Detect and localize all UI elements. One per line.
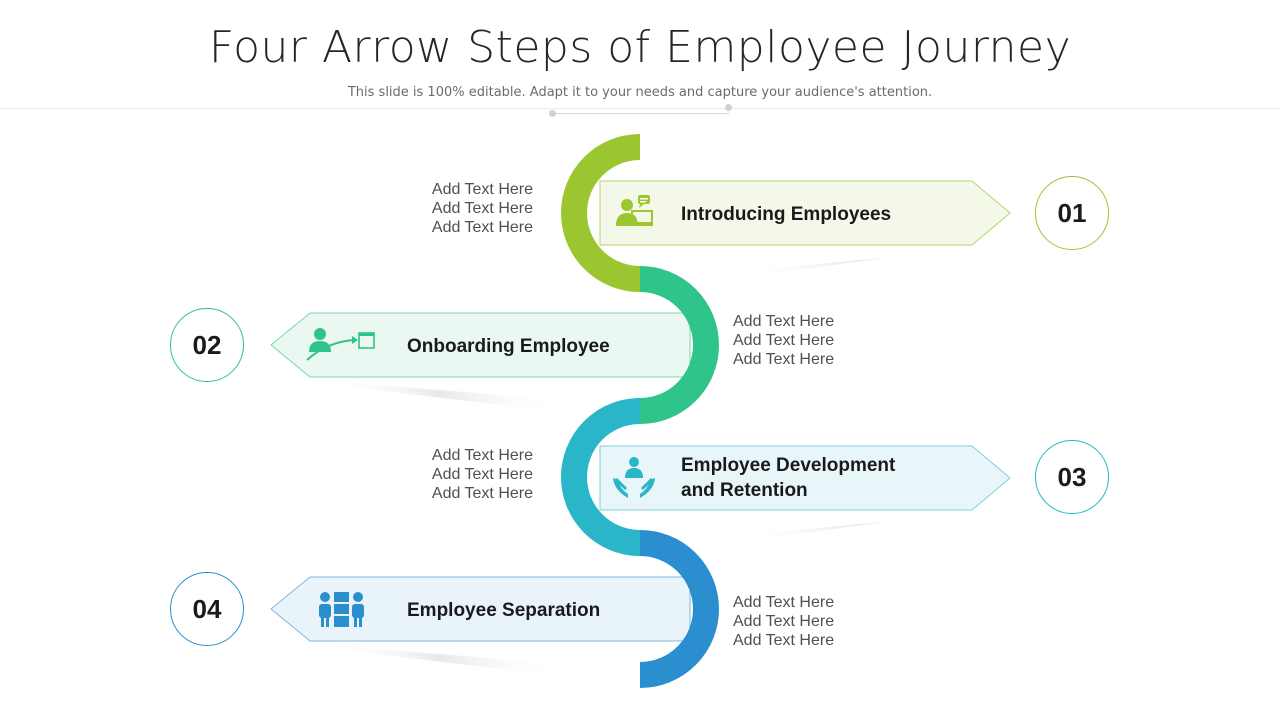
onboarding-icon bbox=[306, 328, 375, 361]
slide-title: Four Arrow Steps of Employee Journey bbox=[208, 22, 1072, 73]
text-line: Add Text Here bbox=[431, 447, 533, 464]
step-4-number: 04 bbox=[170, 572, 244, 646]
step-1-label: Introducing Employees bbox=[681, 204, 892, 225]
text-line: Add Text Here bbox=[733, 351, 835, 368]
step-3-arc bbox=[561, 398, 641, 556]
arrow-shadow bbox=[320, 644, 560, 674]
step-4-arc bbox=[639, 530, 719, 688]
header-divider bbox=[0, 108, 1280, 109]
step-1-arc bbox=[561, 134, 641, 292]
step-4-label: Employee Separation bbox=[407, 600, 601, 621]
people-separation-icon bbox=[319, 592, 364, 627]
step-3-label: Employee Development and Retention bbox=[681, 453, 895, 503]
slide-subtitle: This slide is 100% editable. Adapt it to… bbox=[347, 85, 933, 100]
arrow-shadow bbox=[740, 246, 970, 278]
decorative-dot bbox=[549, 110, 556, 117]
step-1-arrow bbox=[599, 180, 1011, 246]
text-line: Add Text Here bbox=[431, 181, 533, 198]
arrow-shadow bbox=[740, 510, 970, 542]
text-line: Add Text Here bbox=[733, 332, 835, 349]
hands-person-icon bbox=[613, 457, 655, 498]
step-4-text-block: Add Text Here Add Text Here Add Text Her… bbox=[733, 593, 883, 650]
text-line: Add Text Here bbox=[431, 200, 533, 217]
text-line: Add Text Here bbox=[733, 313, 835, 330]
step-2-label: Onboarding Employee bbox=[407, 336, 610, 357]
step-3-arrow bbox=[599, 445, 1011, 511]
text-line: Add Text Here bbox=[431, 485, 533, 502]
decorative-line bbox=[553, 113, 729, 114]
step-1-number: 01 bbox=[1035, 176, 1109, 250]
step-3-label-line-2: and Retention bbox=[681, 480, 808, 501]
arrow-shadow bbox=[320, 380, 560, 410]
step-2-text-block: Add Text Here Add Text Here Add Text Her… bbox=[733, 312, 883, 369]
step-2-arc bbox=[639, 266, 719, 424]
text-line: Add Text Here bbox=[431, 466, 533, 483]
text-line: Add Text Here bbox=[733, 594, 835, 611]
step-2-number: 02 bbox=[170, 308, 244, 382]
text-line: Add Text Here bbox=[733, 632, 835, 649]
step-1-text-block: Add Text Here Add Text Here Add Text Her… bbox=[383, 180, 533, 237]
step-3-number: 03 bbox=[1035, 440, 1109, 514]
text-line: Add Text Here bbox=[431, 219, 533, 236]
step-3-text-block: Add Text Here Add Text Here Add Text Her… bbox=[383, 446, 533, 503]
presenter-icon bbox=[616, 195, 653, 226]
text-line: Add Text Here bbox=[733, 613, 835, 630]
step-3-label-line-1: Employee Development bbox=[681, 455, 896, 476]
decorative-dot bbox=[725, 104, 732, 111]
